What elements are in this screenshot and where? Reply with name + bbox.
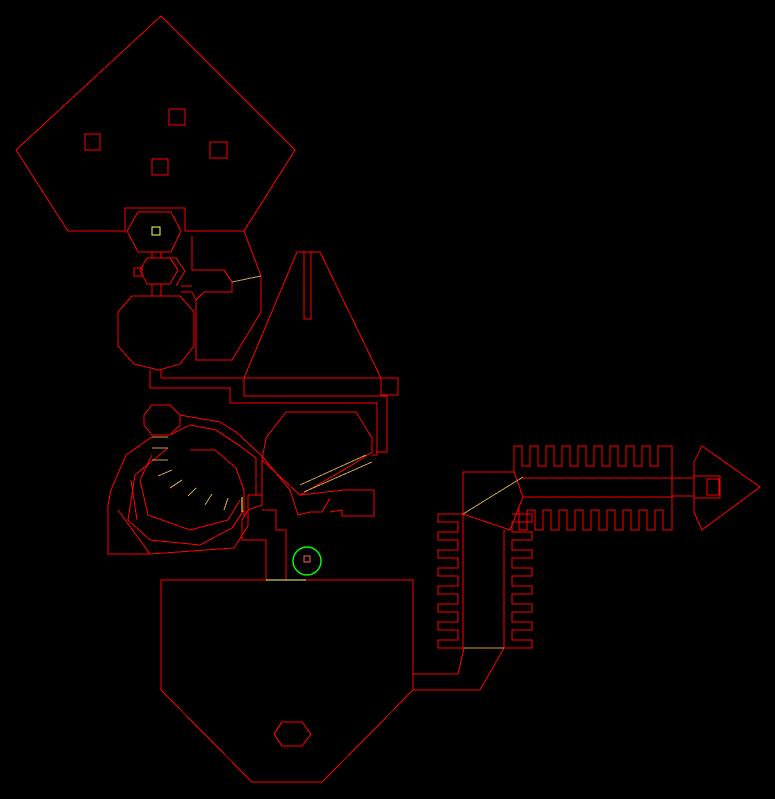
exit-switch-inner	[706, 478, 720, 496]
round-room	[117, 295, 195, 371]
step-swirl-5	[169, 479, 183, 489]
lower-corridor-right	[261, 455, 331, 516]
step-triangle-stair	[231, 275, 262, 283]
comb-top	[513, 445, 673, 478]
floor-hexagon	[273, 721, 312, 747]
small-box	[133, 267, 143, 277]
pillar-4	[151, 158, 169, 176]
pillar-3	[209, 141, 228, 159]
corridor-east-inner	[244, 395, 388, 453]
lower-corridor-inner	[262, 509, 287, 580]
key-marker-icon	[151, 226, 161, 236]
player-core	[303, 555, 311, 563]
player-arrow-circle-icon	[292, 546, 322, 576]
comb-left	[437, 513, 464, 649]
step-swirl-6	[187, 487, 197, 497]
pillar-1	[84, 133, 101, 151]
ring-core	[139, 454, 241, 531]
floor-step-lines	[152, 275, 524, 649]
step-hex-1	[299, 454, 367, 486]
main-bottom-room	[160, 579, 414, 783]
triangle-pillar	[303, 251, 312, 320]
ring-bar-2	[117, 509, 151, 555]
bracket-right	[163, 257, 186, 287]
octagon-chamber	[126, 211, 182, 253]
ring-inner	[190, 449, 245, 516]
ring-mid	[127, 447, 245, 546]
junction-room	[462, 471, 524, 531]
exit-switch-outer	[693, 475, 721, 499]
special-lines	[151, 226, 306, 581]
step-swirl-8	[223, 497, 229, 511]
lower-corridor-outer	[241, 494, 267, 580]
pentagon-room	[15, 15, 296, 232]
step-swirl-4	[157, 469, 173, 477]
triangle-switch	[380, 377, 399, 396]
hexagon-annex	[299, 489, 375, 517]
curved-corridor-outer	[191, 230, 262, 361]
pillar-2	[168, 108, 186, 126]
passage-east-bottom	[413, 647, 505, 691]
ring-outer	[107, 436, 249, 555]
step-hex-2	[303, 461, 373, 493]
ring-bar-1	[130, 479, 138, 521]
hexagon-room	[261, 411, 373, 496]
step-swirl-7	[204, 493, 213, 506]
step-junction	[462, 476, 524, 515]
swirl-room-inner	[169, 424, 257, 495]
exit-room	[693, 445, 761, 531]
comb-bottom	[518, 496, 673, 531]
comb-right	[504, 513, 533, 649]
corridor-east-bottom	[150, 387, 378, 456]
